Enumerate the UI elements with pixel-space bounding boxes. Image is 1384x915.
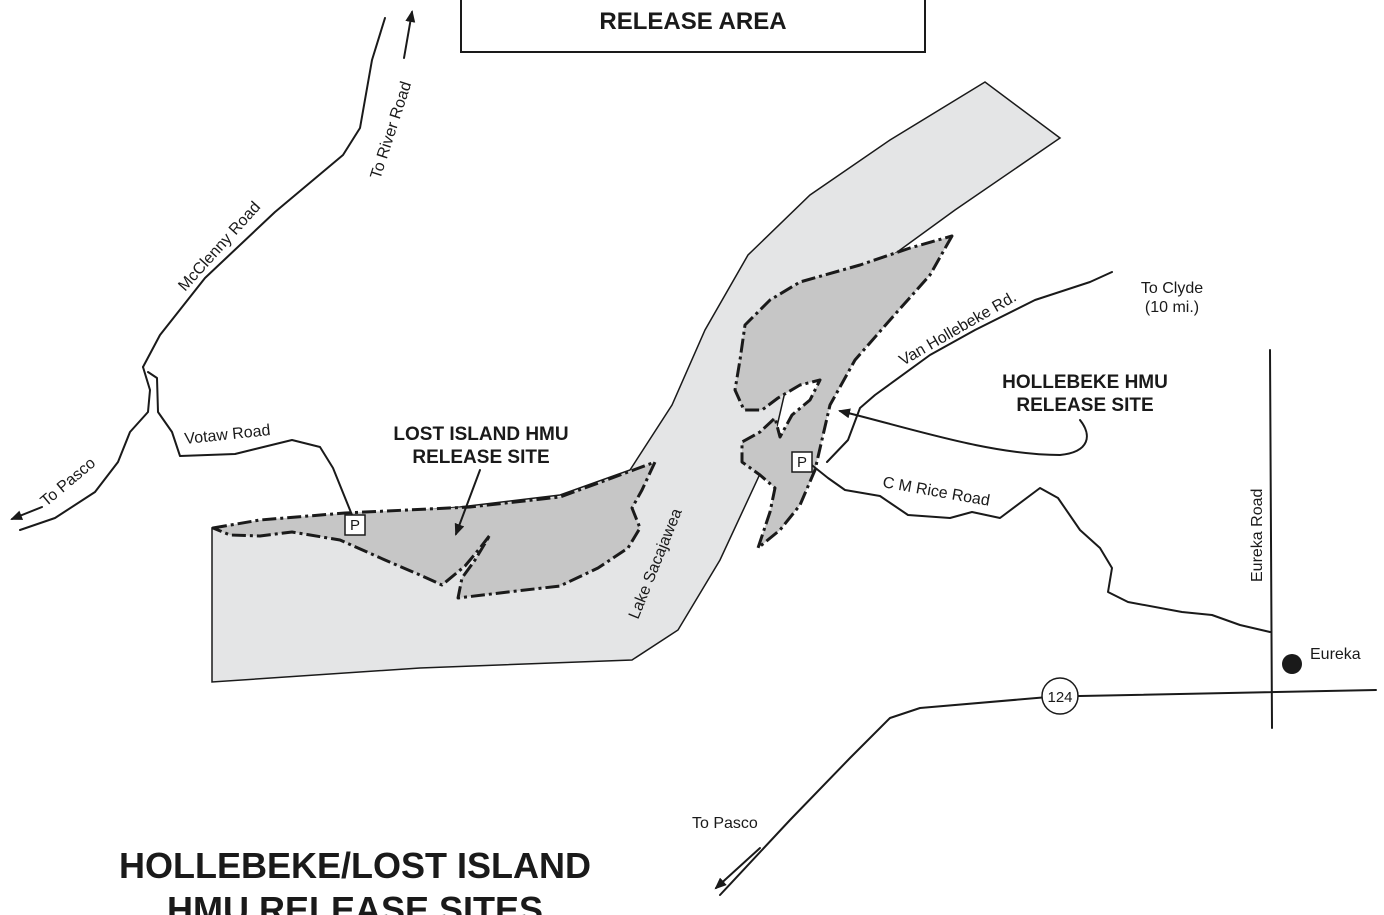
arrow-to-pasco-west [10, 506, 43, 520]
road-to-river-road [142, 17, 386, 368]
votaw-road [147, 371, 353, 516]
parking-lost-island-symbol: P [350, 517, 360, 534]
arrow-to-river-road [403, 10, 416, 59]
highway-124-label: 124 [1047, 689, 1072, 706]
mcclenny-road-label: McClenny Road [175, 199, 264, 295]
van-hollebeke-road [826, 271, 1113, 463]
hollebeke-site-label-line1: HOLLEBEKE HMU [1002, 372, 1168, 393]
map-title-line1: HOLLEBEKE/LOST ISLAND [119, 845, 591, 886]
parking-lost-island: P [344, 514, 366, 536]
hollebeke-release-area [733, 234, 954, 550]
parking-hollebeke-symbol: P [797, 454, 807, 471]
lost-island-site-label-line1: LOST ISLAND HMU [393, 424, 568, 445]
header-box: RELEASE AREA [460, 0, 926, 53]
hollebeke-site-label-line2: RELEASE SITE [1016, 395, 1153, 416]
eureka-town-label: Eureka [1310, 646, 1361, 663]
highway-124-shield: 124 [1041, 677, 1079, 715]
lost-island-pointer [454, 469, 481, 536]
lost-island-site-label-line2: RELEASE SITE [412, 447, 549, 468]
map-title-line2: HMU RELEASE SITES [167, 889, 543, 915]
arrow-to-pasco-south [714, 847, 761, 890]
to-clyde-distance-label: (10 mi.) [1145, 299, 1199, 316]
votaw-road-label: Votaw Road [184, 422, 272, 448]
to-pasco-south-label: To Pasco [692, 815, 758, 832]
road-to-pasco-west [19, 366, 151, 531]
cm-rice-road [807, 461, 1271, 633]
cm-rice-road-label: C M Rice Road [881, 474, 991, 510]
to-pasco-west-label: To Pasco [38, 455, 99, 510]
eureka-road-label: Eureka Road [1249, 489, 1266, 582]
hollebeke-pointer [838, 408, 1088, 456]
lost-island-release-area [211, 460, 657, 600]
to-river-road-label: To River Road [368, 80, 415, 182]
van-hollebeke-road-label: Van Hollebeke Rd. [897, 289, 1020, 370]
header-box-text: RELEASE AREA [599, 8, 786, 35]
eureka-road [1269, 349, 1273, 729]
eureka-town-marker [1282, 654, 1302, 674]
highway-124 [719, 689, 1377, 896]
parking-hollebeke: P [791, 451, 813, 473]
to-clyde-label: To Clyde [1141, 280, 1203, 297]
